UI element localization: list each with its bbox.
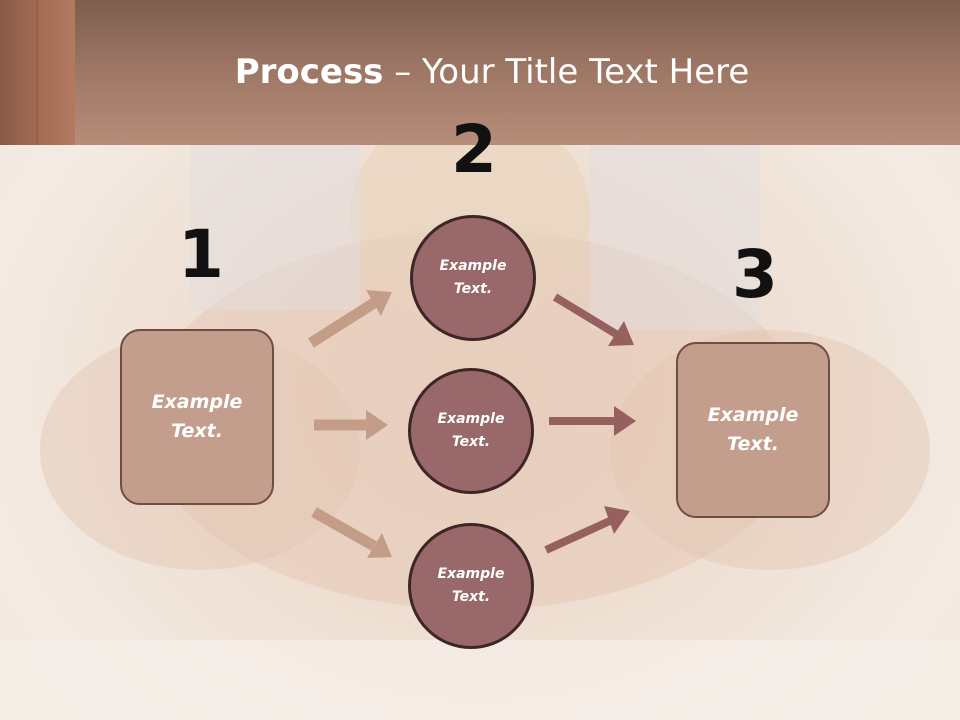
arrow-right-middle [549,406,636,436]
arrow-left-middle [314,410,388,440]
arrow-right-bottom [544,506,630,554]
page-title: Process – Your Title Text Here [0,52,960,92]
circle-top-line2: Text. [453,281,493,297]
header-bar [0,0,960,145]
arrow-right-top [552,293,634,346]
title-rest: – Your Title Text Here [383,52,750,92]
circle-top-line1: Example [439,258,507,274]
step-number-2: 2 [451,111,497,188]
circle-bottom-line2: Text. [451,589,491,605]
step-number-1: 1 [178,216,224,293]
left-box-line2: Text. [171,420,223,442]
right-box-line1: Example [707,404,799,426]
header-accent-strip [0,0,75,145]
arrow-left-top [308,290,392,348]
right-box-line2: Text. [727,433,779,455]
circle-middle-line1: Example [437,411,505,427]
left-box-line1: Example [151,391,243,413]
circle-middle-line2: Text. [451,434,491,450]
title-bold: Process [234,52,384,92]
step-number-3: 3 [732,236,778,313]
arrow-left-bottom [311,507,392,558]
circle-bottom-line1: Example [437,566,505,582]
